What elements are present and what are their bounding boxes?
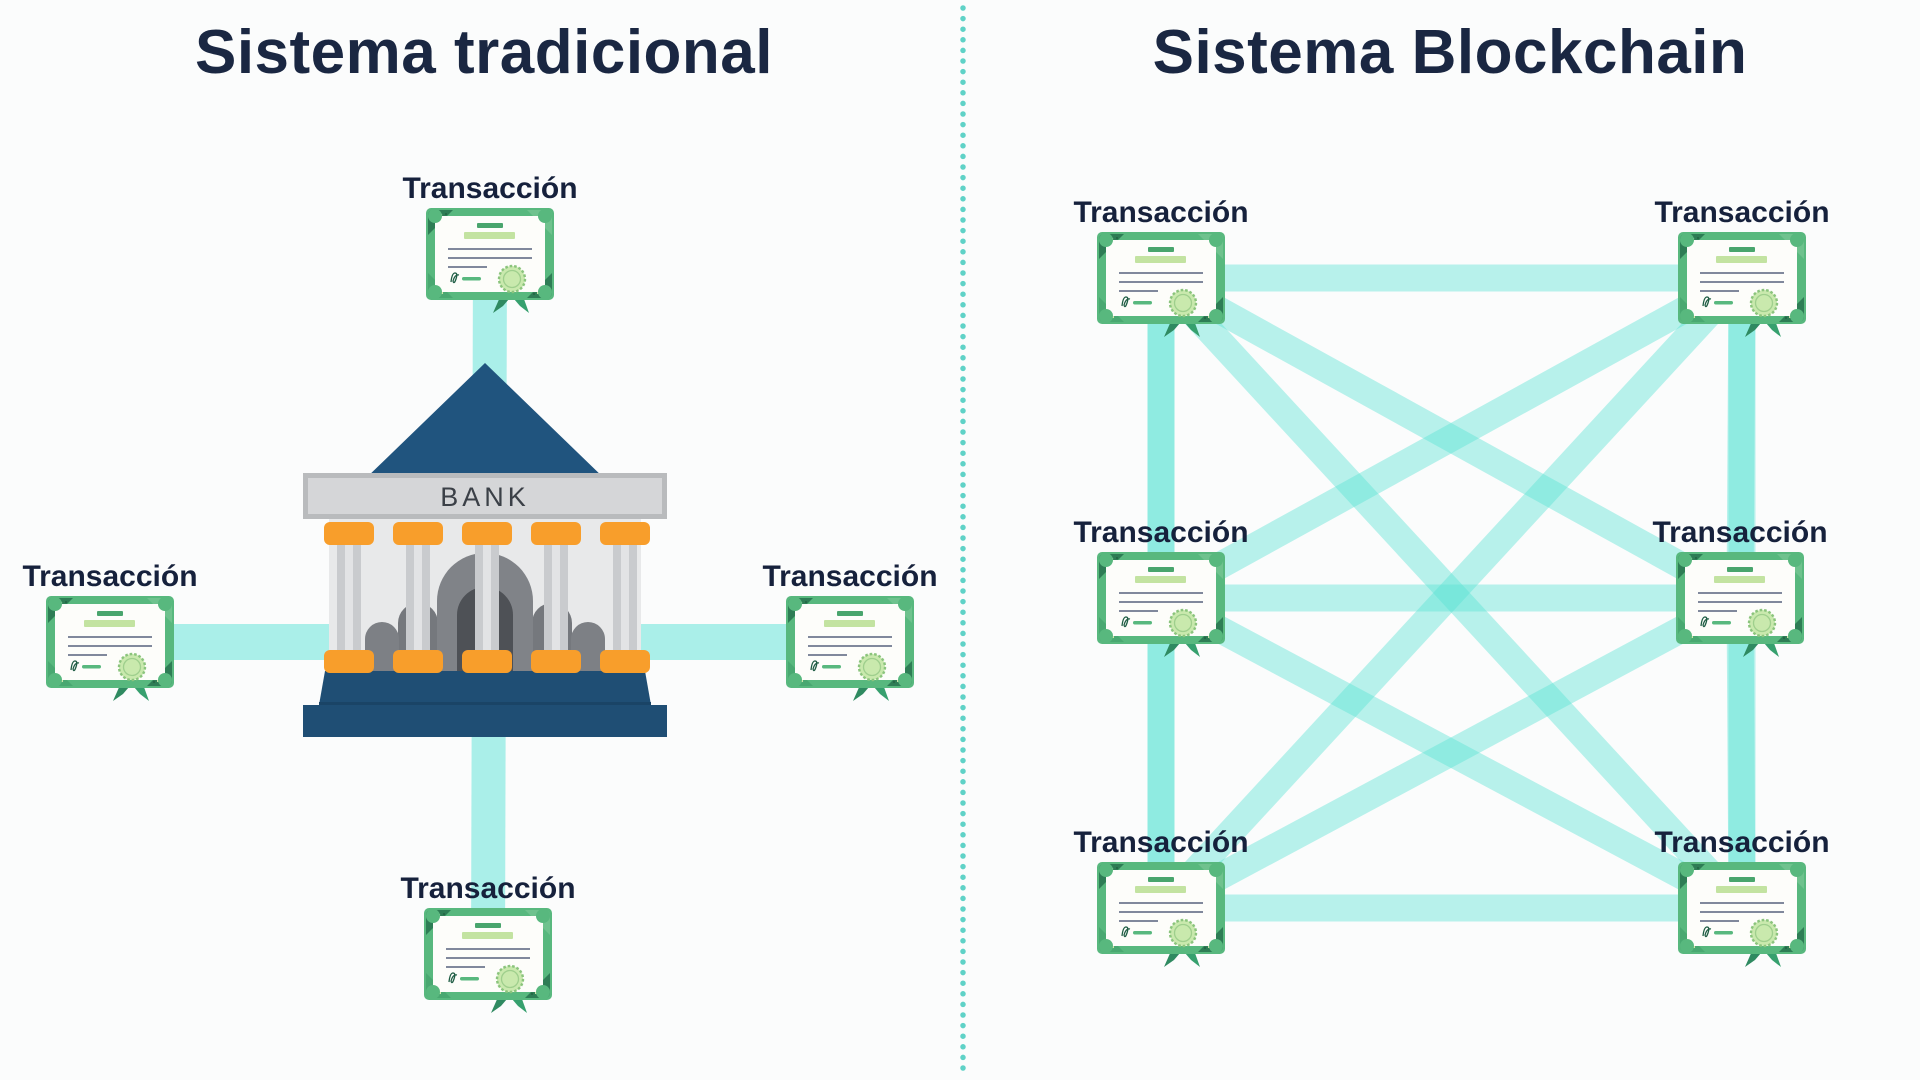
mesh-link xyxy=(1726,277,1756,599)
certificate-icon xyxy=(426,208,554,322)
transaction-label: Transacción xyxy=(402,172,578,205)
traditional-title: Sistema tradicional xyxy=(194,18,774,87)
certificate-icon xyxy=(424,908,552,1022)
transaction-label: Transacción xyxy=(1073,826,1249,859)
certificate-icon xyxy=(786,596,914,710)
transaction-label: Transacción xyxy=(762,560,938,593)
certificate-icon xyxy=(1097,552,1225,666)
certificate-icon xyxy=(1678,232,1806,346)
transaction-node-mesh-mid-right: Transacción xyxy=(1650,516,1830,666)
mesh-link xyxy=(1151,268,1752,918)
certificate-icon xyxy=(1097,232,1225,346)
certificate-icon xyxy=(1676,552,1804,666)
certificate-icon xyxy=(1097,862,1225,976)
transaction-node-mesh-bottom-left: Transacción xyxy=(1071,826,1251,976)
mesh-link xyxy=(1154,266,1749,610)
mesh-link xyxy=(1151,268,1752,918)
transaction-node-bottom: Transacción xyxy=(398,872,578,1022)
certificate-icon xyxy=(1678,862,1806,976)
mesh-link xyxy=(1154,266,1747,610)
transaction-node-right: Transacción xyxy=(760,560,940,710)
transaction-label: Transacción xyxy=(1073,196,1249,229)
certificate-icon xyxy=(46,596,174,710)
bank-building-icon: BANK xyxy=(303,361,667,737)
transaction-node-mesh-top-left: Transacción xyxy=(1071,196,1251,346)
transaction-label: Transacción xyxy=(1654,196,1830,229)
transaction-node-left: Transacción xyxy=(20,560,200,710)
transaction-label: Transacción xyxy=(1652,516,1828,549)
transaction-label: Transacción xyxy=(22,560,198,593)
transaction-node-mesh-top-right: Transacción xyxy=(1652,196,1832,346)
transaction-node-mesh-mid-left: Transacción xyxy=(1071,516,1251,666)
mesh-link xyxy=(1154,586,1749,920)
mesh-link xyxy=(1154,586,1747,920)
transaction-node-mesh-bottom-right: Transacción xyxy=(1652,826,1832,976)
blockchain-title: Sistema Blockchain xyxy=(1152,18,1748,87)
transaction-node-top: Transacción xyxy=(400,172,580,322)
transaction-label: Transacción xyxy=(1073,516,1249,549)
transaction-label: Transacción xyxy=(400,872,576,905)
transaction-label: Transacción xyxy=(1654,826,1830,859)
bank-sign-label: BANK xyxy=(440,482,530,512)
mesh-link xyxy=(1726,597,1756,909)
